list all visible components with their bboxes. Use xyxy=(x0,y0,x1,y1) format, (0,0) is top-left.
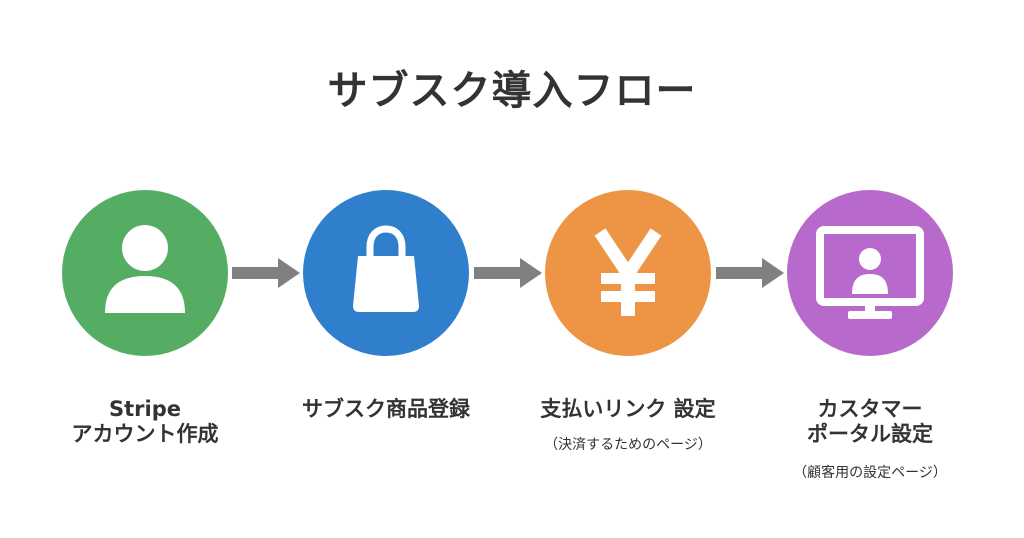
step-4-label-line1: カスタマー xyxy=(817,397,923,421)
monitor-user-icon xyxy=(816,226,924,319)
step-1-circle xyxy=(62,190,228,356)
step-3-circle xyxy=(545,190,711,356)
shopping-bag-icon xyxy=(353,225,419,312)
step-4-circle xyxy=(787,190,953,356)
arrow-3-icon xyxy=(716,258,784,288)
diagram-title: サブスク導入フロー xyxy=(327,68,697,114)
step-3-label: 支払いリンク 設定 xyxy=(540,397,716,421)
arrow-2-icon xyxy=(474,258,542,288)
step-3-note: （決済するためのページ） xyxy=(544,437,712,453)
step-1-label-line2: アカウント作成 xyxy=(71,422,219,446)
step-4-label-line2: ポータル設定 xyxy=(807,422,933,446)
step-2-circle xyxy=(303,190,469,356)
step-2-label: サブスク商品登録 xyxy=(302,397,470,421)
arrow-1-icon xyxy=(232,258,300,288)
step-1-label-line1: Stripe xyxy=(109,397,181,421)
step-4-note: （顧客用の設定ページ） xyxy=(793,465,947,481)
person-icon xyxy=(105,225,185,313)
yen-icon xyxy=(594,228,662,316)
